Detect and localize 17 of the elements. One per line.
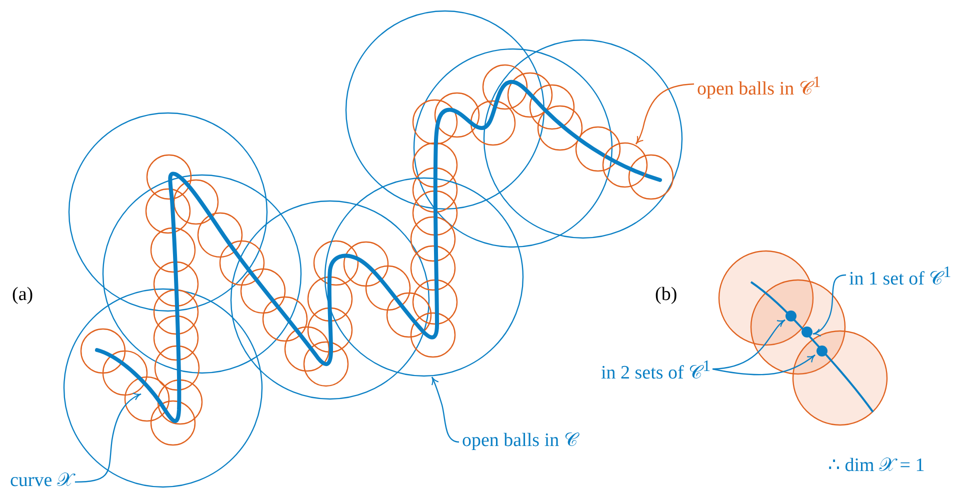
callout-text: in 1 set of 𝒞$^{1}$ bbox=[849, 262, 952, 290]
panel-label: (b) bbox=[655, 284, 678, 306]
point-marker bbox=[802, 326, 812, 338]
callout-text: open balls in 𝒞 bbox=[462, 430, 578, 452]
callout-text: in 2 sets of 𝒞$^{1}$ bbox=[601, 356, 711, 384]
leader-line bbox=[635, 83, 694, 145]
panel-label: (a) bbox=[12, 284, 34, 306]
leader-line bbox=[74, 393, 142, 483]
leader-line bbox=[712, 354, 816, 376]
callout-text: curve 𝒳 bbox=[10, 470, 73, 492]
leader-line bbox=[431, 376, 460, 443]
leader-line bbox=[812, 274, 846, 336]
point-marker bbox=[816, 346, 828, 356]
conclusion-text: ∴ dim 𝒳 = 1 bbox=[828, 455, 925, 477]
callout-text: open balls in 𝒞$^{1}$ bbox=[697, 72, 821, 100]
point-marker bbox=[786, 310, 796, 322]
leader-line bbox=[712, 319, 786, 370]
